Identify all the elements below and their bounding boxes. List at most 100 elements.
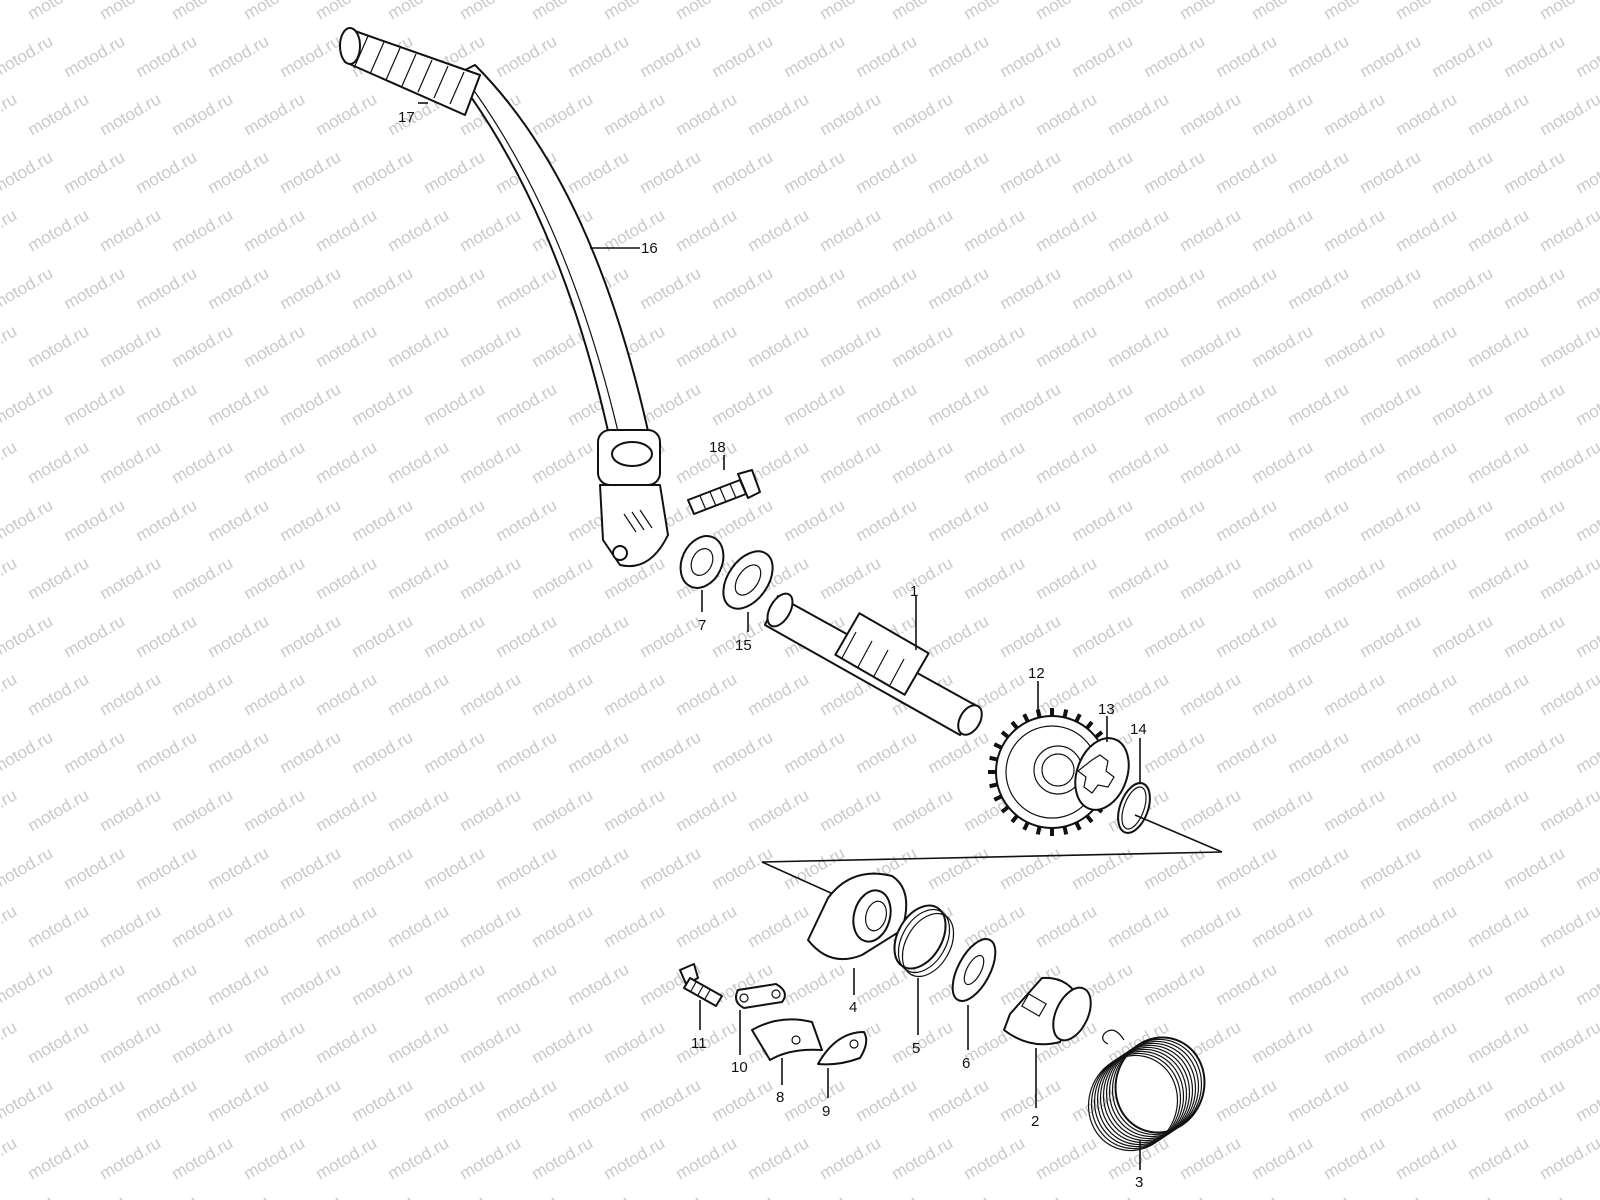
watermark-text: motod.ru [169,0,237,23]
watermark-text: motod.ru [529,437,597,487]
watermark-text: motod.ru [169,553,237,603]
watermark-text: motod.ru [421,379,489,429]
watermark-text: motod.ru [313,785,381,835]
watermark-text: motod.ru [601,785,669,835]
watermark-text: motod.ru [1573,31,1600,81]
watermark-text: motod.ru [25,321,93,371]
watermark-text: motod.ru [997,147,1065,197]
watermark-text: motod.ru [889,205,957,255]
watermark-text: motod.ru [133,147,201,197]
watermark-text: motod.ru [853,263,921,313]
watermark-text: motod.ru [457,321,525,371]
watermark-text: motod.ru [961,321,1029,371]
label-15: 15 [735,637,752,654]
watermark-text: motod.ru [1537,1133,1600,1183]
watermark-text: motod.ru [1321,205,1389,255]
watermark-text: motod.ru [565,959,633,1009]
watermark-text: motod.ru [97,321,165,371]
watermark-text: motod.ru [1249,89,1317,139]
watermark-text: motod.ru [1285,379,1353,429]
watermark-text: motod.ru [1357,843,1425,893]
watermark-text: motod.ru [1429,31,1497,81]
spring-coil [1111,1038,1203,1136]
watermark-text: motod.ru [205,1191,273,1200]
watermark-text: motod.ru [997,611,1065,661]
watermark-text: motod.ru [0,205,20,255]
watermark-text: motod.ru [241,669,309,719]
watermark-text: motod.ru [709,263,777,313]
watermark-text: motod.ru [529,785,597,835]
watermark-text: motod.ru [1357,727,1425,777]
watermark-text: motod.ru [169,1017,237,1067]
watermark-text: motod.ru [277,843,345,893]
watermark-text: motod.ru [745,89,813,139]
watermark-text: motod.ru [241,89,309,139]
watermark-text: motod.ru [1213,31,1281,81]
watermark-text: motod.ru [1573,1075,1600,1125]
watermark-text: motod.ru [889,437,957,487]
watermark-text: motod.ru [1321,785,1389,835]
watermark-text: motod.ru [385,553,453,603]
watermark-text: motod.ru [529,0,597,23]
gear-tooth [1074,713,1082,723]
watermark-text: motod.ru [25,437,93,487]
watermark-text: motod.ru [1321,901,1389,951]
watermark-text: motod.ru [1249,901,1317,951]
watermark-text: motod.ru [97,437,165,487]
watermark-text: motod.ru [1141,1191,1209,1200]
stopper-plate [735,983,786,1009]
watermark-text: motod.ru [1465,553,1533,603]
watermark-text: motod.ru [277,1075,345,1125]
watermark-text: motod.ru [1249,1133,1317,1183]
watermark-text: motod.ru [1249,785,1317,835]
watermark-text: motod.ru [1573,1191,1600,1200]
watermark-text: motod.ru [781,1191,849,1200]
watermark-text: motod.ru [457,669,525,719]
watermark-text: motod.ru [817,553,885,603]
watermark-text: motod.ru [1393,437,1461,487]
watermark-text: motod.ru [97,669,165,719]
watermark-text: motod.ru [745,205,813,255]
watermark-text: motod.ru [349,147,417,197]
watermark-text: motod.ru [61,263,129,313]
watermark-text: motod.ru [1069,495,1137,545]
watermark-text: motod.ru [997,495,1065,545]
watermark-text: motod.ru [1321,1133,1389,1183]
spring-coil [1090,1052,1182,1150]
kick-grip [339,27,481,116]
watermark-text: motod.ru [1429,1075,1497,1125]
watermark-text: motod.ru [1141,147,1209,197]
watermark-text: motod.ru [169,669,237,719]
watermark-text: motod.ru [781,959,849,1009]
watermark-text: motod.ru [1177,1133,1245,1183]
watermark-text: motod.ru [1501,1075,1569,1125]
watermark-text: motod.ru [241,321,309,371]
watermark-text: motod.ru [97,1017,165,1067]
watermark-text: motod.ru [205,727,273,777]
watermark-text: motod.ru [889,1133,957,1183]
watermark-text: motod.ru [1285,31,1353,81]
watermark-text: motod.ru [1285,263,1353,313]
watermark-text: motod.ru [1033,205,1101,255]
watermark-text: motod.ru [1069,843,1137,893]
watermark-text: motod.ru [1429,611,1497,661]
watermark-text: motod.ru [673,1133,741,1183]
watermark-text: motod.ru [1213,495,1281,545]
watermark-text: motod.ru [637,1191,705,1200]
watermark-text: motod.ru [421,1075,489,1125]
gear-tooth [1085,720,1094,730]
watermark-text: motod.ru [349,843,417,893]
watermark-text: motod.ru [781,263,849,313]
watermark-text: motod.ru [529,1133,597,1183]
watermark-text: motod.ru [1573,263,1600,313]
watermark-text: motod.ru [853,495,921,545]
watermark-text: motod.ru [1069,1191,1137,1200]
watermark-text: motod.ru [1213,263,1281,313]
watermark-text: motod.ru [1177,437,1245,487]
watermark-text: motod.ru [0,89,20,139]
watermark-text: motod.ru [61,611,129,661]
watermark-text: motod.ru [241,901,309,951]
watermark-text: motod.ru [529,553,597,603]
label-17: 17 [398,109,415,126]
